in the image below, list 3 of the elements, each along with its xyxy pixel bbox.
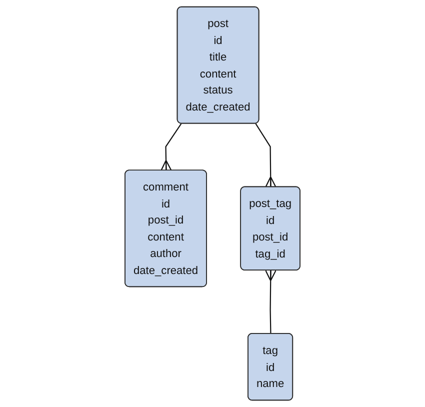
connector [255,123,276,188]
connector [265,270,276,334]
connector [160,123,182,172]
